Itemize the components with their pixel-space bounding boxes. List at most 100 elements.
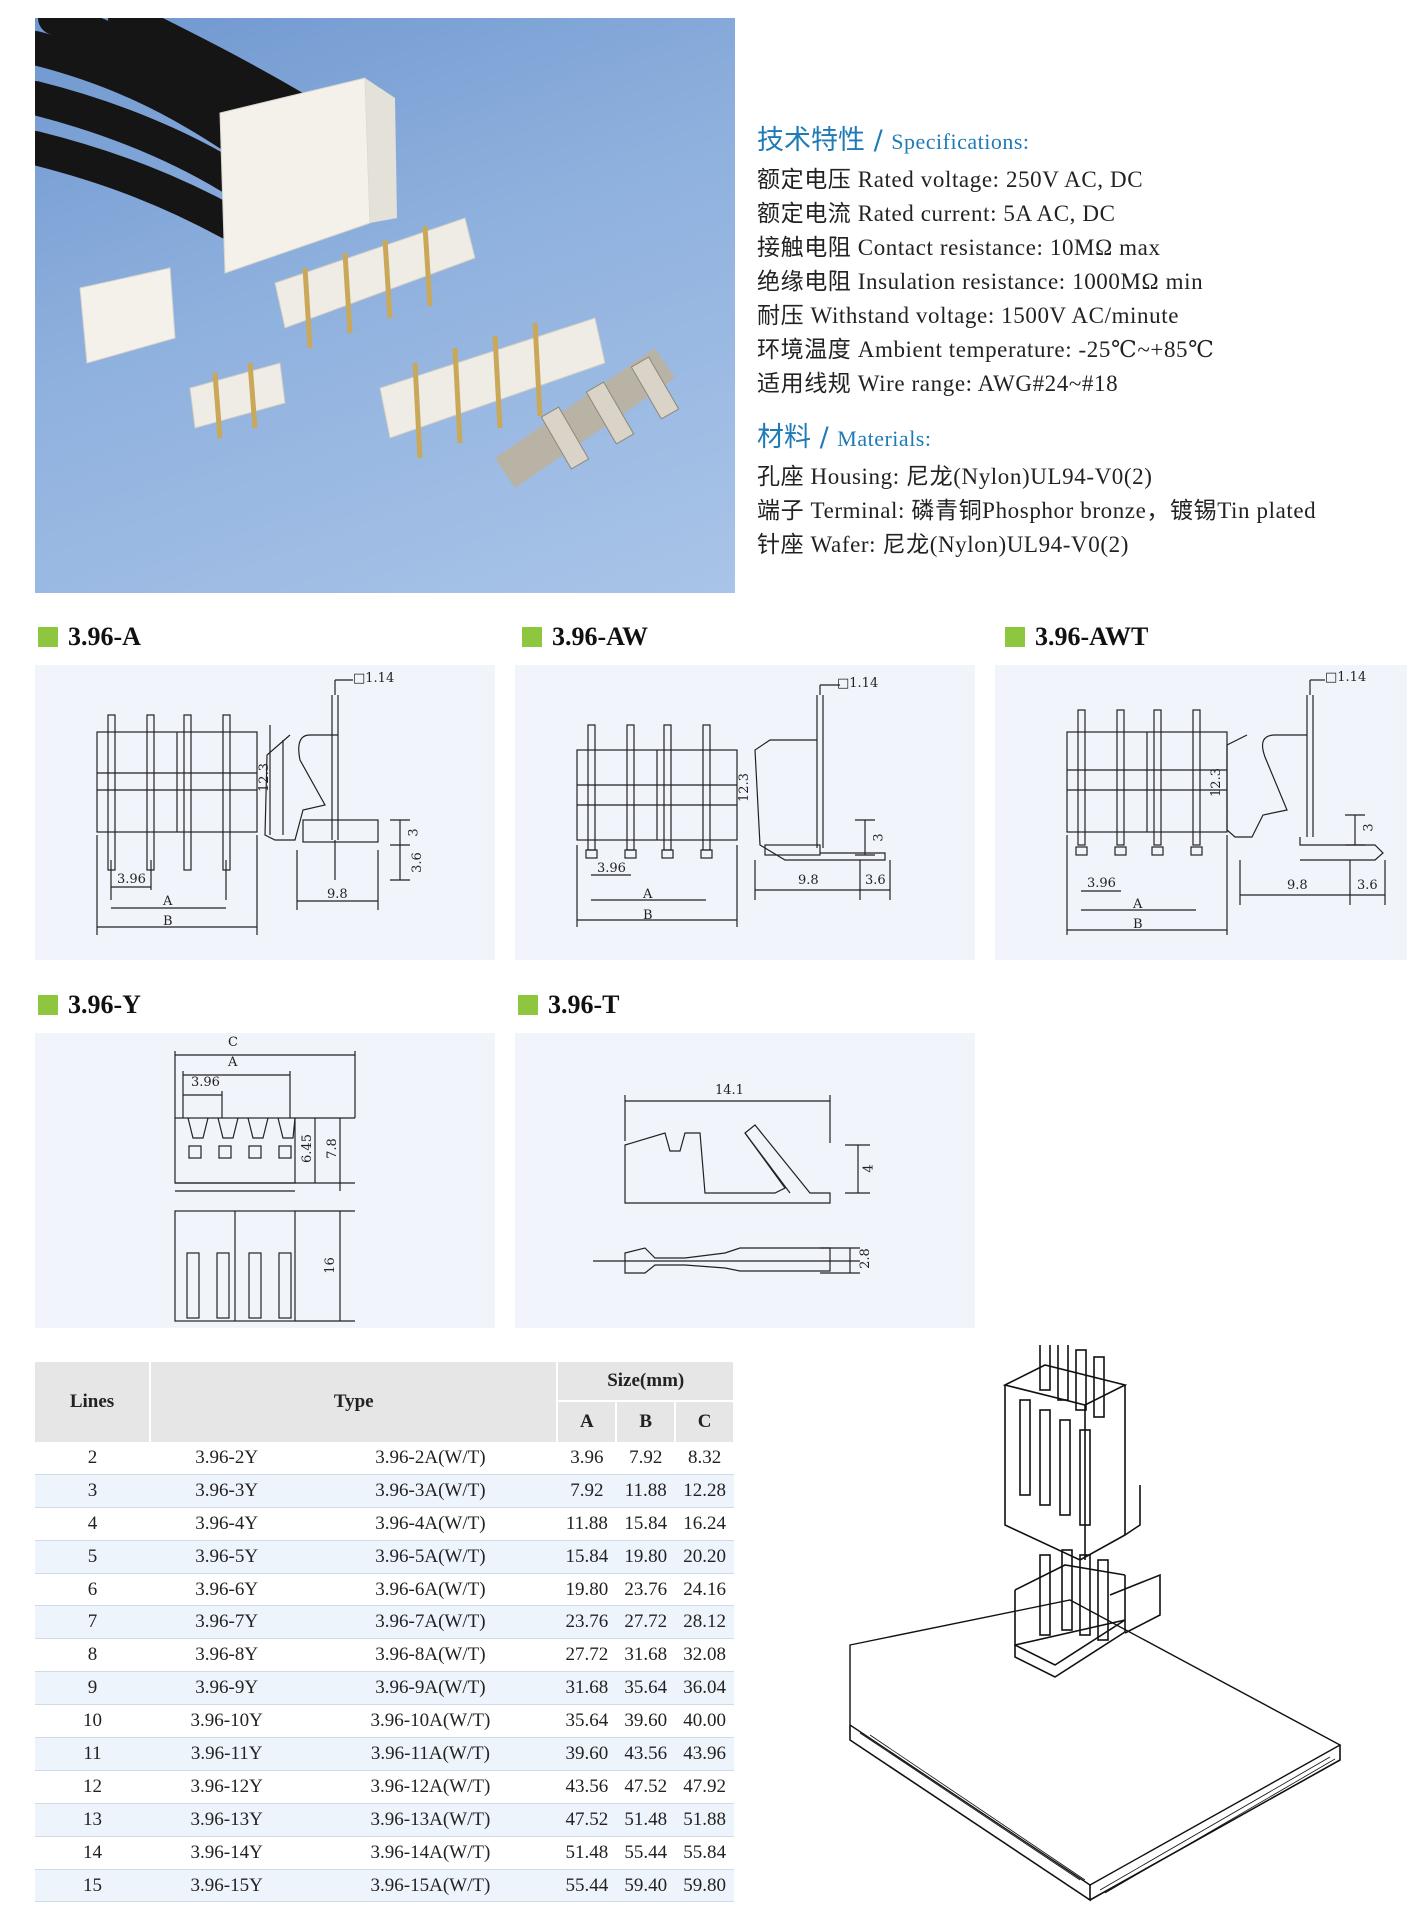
dim-pitch: 3.96 (597, 861, 626, 876)
cell-type-y: 3.96-13Y (150, 1803, 304, 1837)
dim-height-12-3: 12.3 (1208, 768, 1224, 797)
dim-height-3: 3 (406, 828, 422, 837)
label-396-aw: 3.96-AW (522, 622, 648, 652)
cell-type-a: 3.96-6A(W/T) (303, 1573, 558, 1607)
cell-type-a: 3.96-8A(W/T) (303, 1638, 558, 1673)
cell-b: 11.88 (616, 1474, 676, 1508)
spec-insulation-resistance: 绝缘电阻 Insulation resistance: 1000MΩ min (757, 269, 1204, 294)
cell-b: 23.76 (616, 1573, 676, 1607)
dim-pin-size: □1.14 (1325, 670, 1367, 685)
cell-c: 40.00 (675, 1704, 734, 1739)
dim-a: A (228, 1055, 238, 1070)
cell-lines: 11 (35, 1737, 150, 1771)
product-photo (35, 18, 735, 593)
dim-a: A (163, 894, 173, 909)
cell-c: 12.28 (675, 1474, 734, 1508)
cell-c: 28.12 (675, 1605, 734, 1640)
dim-pitch: 3.96 (117, 872, 146, 887)
green-square-icon (518, 995, 538, 1015)
green-square-icon (38, 995, 58, 1015)
cell-a: 11.88 (557, 1507, 617, 1541)
cell-type-a: 3.96-2A(W/T) (303, 1442, 558, 1475)
cell-lines: 9 (35, 1671, 150, 1706)
cell-type-a: 3.96-5A(W/T) (303, 1540, 558, 1574)
dim-pitch: 3.96 (191, 1075, 220, 1090)
cell-c: 32.08 (675, 1638, 734, 1673)
cell-c: 16.24 (675, 1507, 734, 1541)
cell-lines: 5 (35, 1540, 150, 1574)
dim-b: B (643, 908, 653, 923)
cell-c: 55.84 (675, 1836, 734, 1870)
cell-lines: 6 (35, 1573, 150, 1607)
cell-type-a: 3.96-13A(W/T) (303, 1803, 558, 1837)
material-wafer: 针座 Wafer: 尼龙(Nylon)UL94-V0(2) (757, 532, 1129, 557)
spec-rated-current: 额定电流 Rated current: 5A AC, DC (757, 201, 1116, 226)
header-lines: Lines (35, 1362, 151, 1442)
label-text: 3.96-AW (552, 622, 649, 651)
cell-c: 51.88 (675, 1803, 734, 1837)
green-square-icon (522, 627, 542, 647)
dim-height-3-6: 3.6 (865, 873, 886, 888)
specifications-heading: 技术特性 / Specifications: (757, 118, 1407, 157)
cell-type-y: 3.96-15Y (150, 1869, 304, 1903)
dim-height-3-6: 3.6 (409, 852, 425, 873)
cell-b: 59.40 (616, 1869, 676, 1903)
label-396-t: 3.96-T (518, 990, 620, 1020)
cell-type-a: 3.96-4A(W/T) (303, 1507, 558, 1541)
cell-a: 35.64 (557, 1704, 617, 1739)
connector-assembly-drawing (849, 1329, 1342, 1902)
dim-height-3: 3 (1361, 823, 1377, 832)
cell-type-y: 3.96-7Y (150, 1605, 304, 1640)
label-396-awt: 3.96-AWT (1005, 622, 1148, 652)
cell-lines: 2 (35, 1442, 150, 1475)
cell-a: 7.92 (557, 1474, 617, 1508)
cell-type-y: 3.96-12Y (150, 1770, 304, 1804)
cell-type-a: 3.96-9A(W/T) (303, 1671, 558, 1706)
cell-c: 24.16 (675, 1573, 734, 1607)
specifications-heading-en: Specifications: (891, 129, 1030, 154)
dim-height-16: 16 (322, 1257, 338, 1274)
cell-lines: 15 (35, 1869, 150, 1903)
cell-b: 43.56 (616, 1737, 676, 1771)
cell-a: 31.68 (557, 1671, 617, 1706)
cell-b: 31.68 (616, 1638, 676, 1673)
dim-a: A (1133, 897, 1143, 912)
cell-lines: 13 (35, 1803, 150, 1837)
cell-type-y: 3.96-4Y (150, 1507, 304, 1541)
specifications-block: 技术特性 / Specifications: 额定电压 Rated voltag… (757, 118, 1407, 562)
label-396-a: 3.96-A (38, 622, 141, 652)
dim-length-14-1: 14.1 (715, 1083, 744, 1098)
cell-type-y: 3.96-5Y (150, 1540, 304, 1574)
material-housing: 孔座 Housing: 尼龙(Nylon)UL94-V0(2) (757, 464, 1153, 489)
cell-b: 39.60 (616, 1704, 676, 1739)
dim-b: B (1133, 917, 1143, 932)
cell-type-y: 3.96-8Y (150, 1638, 304, 1673)
cell-lines: 8 (35, 1638, 150, 1673)
cell-a: 23.76 (557, 1605, 617, 1640)
cell-c: 59.80 (675, 1869, 734, 1903)
cell-type-y: 3.96-10Y (150, 1704, 304, 1739)
drawing-panel-396-awt: □1.14 12.3 3 9.8 3.6 3.96 A B (995, 665, 1407, 960)
cell-type-y: 3.96-2Y (150, 1442, 304, 1475)
dim-height-3-6: 3.6 (1357, 878, 1378, 893)
cell-c: 36.04 (675, 1671, 734, 1706)
cell-a: 51.48 (557, 1836, 617, 1870)
spec-withstand-voltage: 耐压 Withstand voltage: 1500V AC/minute (757, 303, 1180, 328)
dim-width-9-8: 9.8 (1287, 878, 1308, 893)
cell-type-a: 3.96-15A(W/T) (303, 1869, 558, 1903)
cell-b: 55.44 (616, 1836, 676, 1870)
label-text: 3.96-A (68, 622, 141, 651)
cell-lines: 10 (35, 1704, 150, 1739)
header-b: B (616, 1400, 677, 1442)
